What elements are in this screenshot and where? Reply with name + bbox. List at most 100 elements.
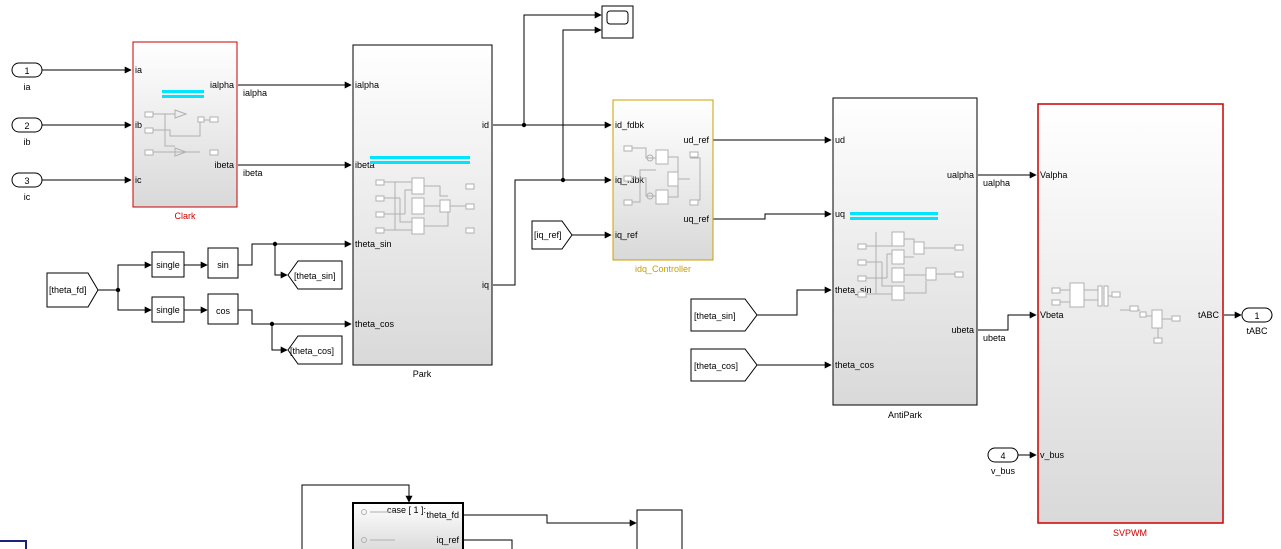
svg-text:theta_cos: theta_cos [355,319,395,329]
svg-text:uq: uq [835,209,845,219]
svg-text:2: 2 [24,121,29,131]
clark-internal-schematic [144,109,219,157]
inport-2-label: ib [23,137,30,147]
svpwm-internal-schematic [1051,282,1181,344]
bottom-case-subsystem[interactable]: case [ 1 ]: theta_fd iq_ref [352,502,464,549]
svg-text:id_fdbk: id_fdbk [615,120,645,130]
svg-text:3: 3 [24,176,29,186]
svg-text:ialpha: ialpha [210,80,234,90]
svg-text:theta_cos: theta_cos [835,360,875,370]
svg-text:theta_sin: theta_sin [355,239,392,249]
svpwm-block-name: SVPWM [1113,528,1147,538]
svg-text:ud: ud [835,135,845,145]
wire-ubeta [978,311,1037,331]
svg-text:ubeta: ubeta [951,325,974,335]
wire-bottom-theta-fd [463,514,637,527]
wire-theta-fd-b [117,290,152,314]
inport-2[interactable]: 2 ib [11,117,43,147]
clark-equation-highlight [162,90,204,93]
from-iq-ref[interactable]: [iq_ref] [531,220,573,250]
svg-text:iq_ref: iq_ref [615,230,638,240]
inport-3-label: ic [24,192,31,202]
svpwm-block[interactable]: Valpha Vbeta v_bus tABC [1037,103,1224,524]
idq-controller-block[interactable]: id_fdbk iq_fdbk iq_ref ud_ref uq_ref [612,99,714,261]
inport-4[interactable]: 4 v_bus [987,447,1019,476]
svg-text:1: 1 [24,66,29,76]
svg-text:v_bus: v_bus [1040,450,1065,460]
signal-label-ubeta: ubeta [983,333,1006,343]
svg-text:ic: ic [135,175,142,185]
park-block-name: Park [413,369,432,379]
from-theta-cos[interactable]: [theta_cos] [690,348,758,382]
wire-antipark-sin [757,286,832,316]
inport-4-label: v_bus [991,466,1016,476]
wire-id-scope [523,11,602,125]
inport-3[interactable]: 3 ic [11,172,43,202]
svg-text:single: single [156,305,180,315]
svg-text:tABC: tABC [1198,310,1220,320]
svg-text:cos: cos [216,306,231,316]
idq-controller-block-name: idq_Controller [635,264,691,274]
single-convert-1[interactable]: single [151,251,185,278]
svg-text:case [ 1 ]:: case [ 1 ]: [387,505,426,515]
cos-function[interactable]: cos [207,293,239,325]
wire-theta-fd-a [98,261,152,291]
svg-text:single: single [156,260,180,270]
wire-sin-goto [274,244,288,279]
clark-equation-highlight-2 [162,95,204,98]
svg-text:[theta_sin]: [theta_sin] [294,271,336,281]
svg-text:ibeta: ibeta [355,160,375,170]
inport-1[interactable]: 1 ia [11,62,43,92]
svg-text:Vbeta: Vbeta [1040,310,1064,320]
idq-internal-schematic [623,145,701,206]
svg-text:1: 1 [1254,311,1259,321]
svg-text:[theta_cos]: [theta_cos] [290,346,334,356]
svg-text:[iq_ref]: [iq_ref] [534,230,562,240]
svg-text:ualpha: ualpha [947,170,974,180]
wire-cos-park [238,309,352,328]
svg-text:sin: sin [217,260,229,270]
svg-text:[theta_sin]: [theta_sin] [694,311,736,321]
wire-sin-park [238,240,352,266]
park-block[interactable]: ialpha ibeta theta_sin theta_cos id iq [352,44,493,366]
single-convert-2[interactable]: single [151,296,185,323]
signal-label-ualpha: ualpha [983,178,1010,188]
signal-label-ialpha: ialpha [243,88,267,98]
sin-function[interactable]: sin [207,247,239,279]
antipark-equation-highlight [850,212,938,215]
svg-text:ib: ib [135,120,142,130]
wire-uq [713,210,832,220]
svg-text:Valpha: Valpha [1040,170,1067,180]
wire-bottom-loop [301,484,413,549]
goto-theta-cos[interactable]: [theta_cos] [287,335,343,365]
goto-theta-sin[interactable]: [theta_sin] [287,260,343,290]
svg-text:iq: iq [482,280,489,290]
wire-cos-goto [271,324,288,354]
clark-block[interactable]: ia ib ic ialpha ibeta [132,41,238,208]
bottom-left-block-corner [0,540,27,549]
svg-text:theta_sin: theta_sin [835,285,872,295]
from-theta-fd[interactable]: [theta_fd] [46,272,99,308]
svg-text:ialpha: ialpha [355,80,379,90]
outport-1-label: tABC [1246,326,1268,336]
svg-text:id: id [482,120,489,130]
from-theta-sin[interactable]: [theta_sin] [690,298,758,332]
antipark-block-name: AntiPark [888,410,923,420]
bottom-right-block[interactable] [636,509,683,549]
svg-text:uq_ref: uq_ref [683,214,709,224]
wire-iq-scope [562,26,602,180]
scope-block[interactable] [601,5,634,39]
inport-1-label: ia [23,82,30,92]
park-equation-highlight [370,156,470,159]
antipark-equation-highlight-2 [850,217,938,220]
svg-text:ud_ref: ud_ref [683,135,709,145]
svg-text:ia: ia [135,65,142,75]
antipark-block[interactable]: ud uq theta_sin theta_cos ualpha ubeta [832,97,978,406]
outport-1[interactable]: 1 tABC [1241,307,1273,336]
park-equation-highlight-2 [370,161,470,164]
wire-bottom-iq-ref [463,539,513,549]
svg-text:iq_ref: iq_ref [436,535,459,545]
signal-label-ibeta: ibeta [243,168,263,178]
junction-dots [115,122,566,327]
